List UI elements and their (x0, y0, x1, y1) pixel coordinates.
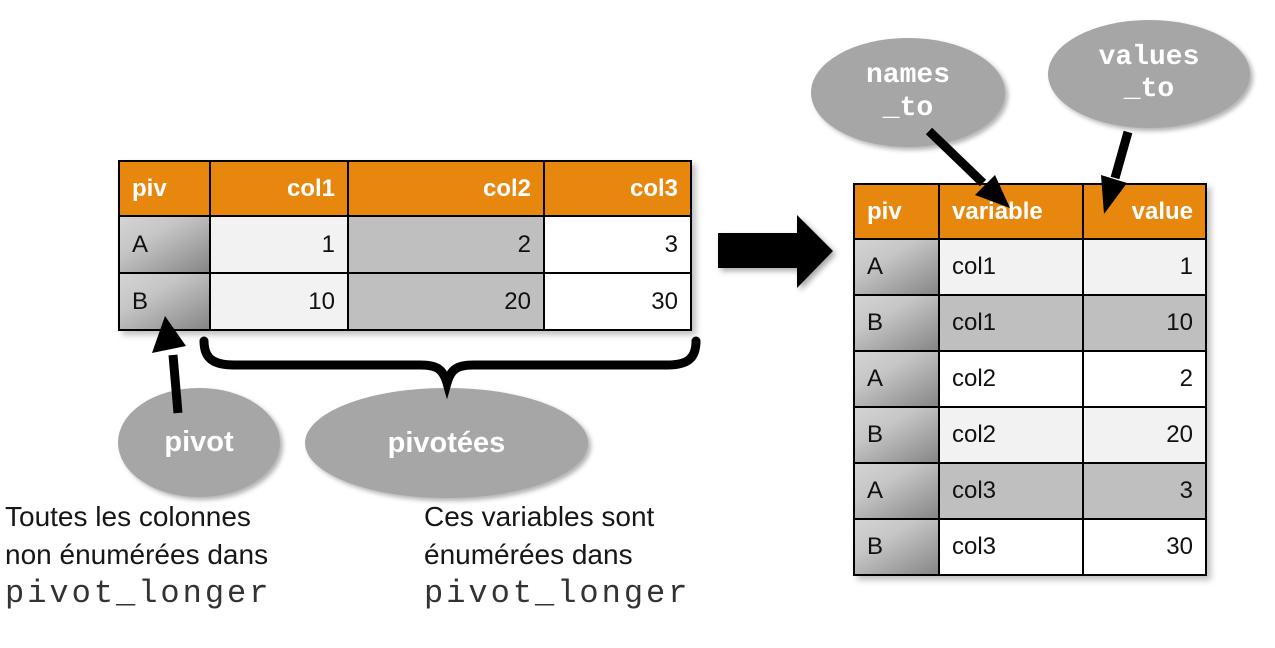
transform-arrow-icon (718, 215, 833, 288)
data-cell: col2 (938, 406, 1084, 464)
data-cell: col1 (938, 238, 1084, 296)
data-cell: col2 (938, 350, 1084, 408)
left-caption-code: pivot_longer (5, 575, 272, 612)
pivot-key-cell: A (118, 215, 211, 274)
underbrace-icon (199, 336, 701, 400)
data-cell: 30 (543, 272, 692, 331)
values-to-callout: values _to (1048, 20, 1250, 128)
pivot-key-cell: B (853, 406, 940, 464)
data-cell: 1 (1082, 238, 1207, 296)
pivot-key-cell: A (853, 238, 940, 296)
header-cell: value (1082, 183, 1207, 240)
data-cell: col3 (938, 518, 1084, 576)
data-cell: 10 (209, 272, 349, 331)
header-cell: piv (853, 183, 940, 240)
data-cell: 2 (347, 215, 545, 274)
names-to-line1: names (865, 60, 950, 92)
names-to-line2: _to (882, 92, 934, 124)
names-to-callout: names _to (811, 38, 1005, 147)
pivotees-callout-label: pivotées (387, 426, 506, 459)
pivot-key-cell: A (853, 462, 940, 520)
values-to-line1: values (1098, 41, 1200, 73)
data-cell: 20 (1082, 406, 1207, 464)
left-caption: Toutes les colonnes non énumérées dans p… (5, 498, 271, 614)
left-caption-line2: non énumérées dans (5, 539, 269, 570)
data-cell: col3 (938, 462, 1084, 520)
pivot-key-cell: B (853, 518, 940, 576)
pivot-callout-label: pivot (164, 426, 234, 458)
header-cell: col1 (209, 160, 349, 217)
header-cell: variable (938, 183, 1084, 240)
pivot-key-cell: B (118, 272, 211, 331)
left-caption-line1: Toutes les colonnes (5, 501, 251, 532)
pivot-callout: pivot (118, 388, 280, 497)
right-caption-line1: Ces variables sont (424, 501, 655, 532)
values-to-line2: _to (1123, 74, 1175, 105)
pivot-key-cell: B (853, 294, 940, 352)
data-cell: 1 (209, 215, 349, 274)
pivotees-callout: pivotées (305, 388, 588, 498)
data-cell: col1 (938, 294, 1084, 352)
right-caption: Ces variables sont énumérées dans pivot_… (424, 498, 690, 614)
data-cell: 20 (347, 272, 545, 331)
header-cell: col3 (543, 160, 692, 217)
data-cell: 3 (543, 215, 692, 274)
header-cell: piv (118, 160, 211, 217)
header-cell: col2 (347, 160, 545, 217)
data-cell: 10 (1082, 294, 1207, 352)
right-caption-line2: énumérées dans (424, 539, 633, 570)
data-cell: 30 (1082, 518, 1207, 576)
right-caption-code: pivot_longer (424, 575, 691, 612)
data-cell: 3 (1082, 462, 1207, 520)
data-cell: 2 (1082, 350, 1207, 408)
pivot-key-cell: A (853, 350, 940, 408)
